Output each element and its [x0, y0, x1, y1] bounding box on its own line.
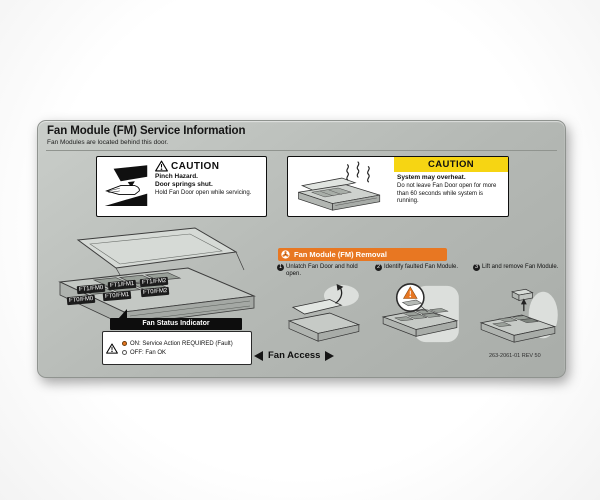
callout-pointer: [118, 309, 127, 319]
fan-status-indicator-title: Fan Status Indicator: [110, 318, 242, 330]
step2-identify-figure: [381, 283, 459, 343]
led-on-text: ON: Service Action REQUIRED (Fault): [130, 340, 233, 347]
overheat-body: System may overheat. Do not leave Fan Do…: [394, 172, 508, 208]
led-on-dot: [122, 341, 127, 346]
pinch-bold-line-1: Pinch Hazard.: [155, 173, 198, 180]
step3-remove-figure: [479, 288, 558, 343]
step-text: Identify faulted Fan Module.: [384, 264, 459, 270]
caution-heading-yellow: CAUTION: [394, 157, 508, 172]
overheat-graphic-area: [288, 157, 394, 216]
overheat-caution-box: CAUTION System may overheat. Do not leav…: [287, 156, 509, 217]
pinch-bold-line-2: Door springs shut.: [155, 181, 213, 189]
part-number: 263-2061-01 REV 50: [489, 353, 541, 359]
step1-unlatch-figure: [287, 283, 361, 342]
fan-icon: [281, 250, 290, 259]
step-text: Lift and remove Fan Module.: [482, 264, 559, 270]
overheating-chassis-icon: [298, 161, 381, 211]
caution-heading-row: CAUTION: [155, 160, 263, 172]
warning-triangle-icon: [155, 160, 168, 172]
label-subtitle: Fan Modules are located behind this door…: [47, 139, 169, 146]
step-number: 3: [473, 264, 480, 271]
fan-status-indicator-box: ON: Service Action REQUIRED (Fault) OFF:…: [102, 331, 252, 365]
service-label: Fan Module (FM) Service Information Fan …: [37, 120, 566, 378]
pinch-hazard-icon: [104, 165, 148, 206]
pinch-graphic-area: [97, 157, 155, 216]
pinch-text-area: CAUTION Pinch Hazard. Door springs shut.…: [155, 157, 266, 216]
led-off-text: OFF: Fan OK: [130, 349, 167, 356]
removal-header: Fan Module (FM) Removal: [278, 248, 447, 261]
overheat-instruction: Do not leave Fan Door open for more than…: [397, 183, 497, 205]
removal-step-1: 1 Unlatch Fan Door and hold open.: [277, 264, 369, 278]
step-number: 2: [375, 264, 382, 271]
left-arrow-icon: [254, 350, 263, 361]
status-row-on: ON: Service Action REQUIRED (Fault): [122, 341, 233, 347]
step-number: 1: [277, 264, 284, 271]
overheat-bold-line: System may overheat.: [397, 174, 466, 181]
led-off-dot: [122, 350, 127, 355]
removal-step-3: 3 Lift and remove Fan Module.: [473, 264, 565, 278]
fan-access-callout: Fan Access: [254, 350, 335, 361]
status-row-off: OFF: Fan OK: [122, 350, 233, 356]
label-title: Fan Module (FM) Service Information: [47, 125, 246, 137]
status-rows: ON: Service Action REQUIRED (Fault) OFF:…: [122, 341, 233, 356]
removal-step-2: 2 Identify faulted Fan Module.: [375, 264, 467, 278]
warning-triangle-icon: [106, 342, 118, 354]
divider: [46, 150, 557, 151]
pinch-instruction: Hold Fan Door open while servicing.: [155, 190, 252, 197]
step-text: Unlatch Fan Door and hold open.: [286, 264, 358, 278]
removal-header-text: Fan Module (FM) Removal: [294, 250, 387, 259]
pinch-caution-box: CAUTION Pinch Hazard. Door springs shut.…: [96, 156, 267, 217]
caution-heading: CAUTION: [171, 160, 220, 172]
removal-steps: 1 Unlatch Fan Door and hold open. 2 Iden…: [277, 264, 565, 278]
removal-figures: [276, 282, 564, 348]
overheat-text-area: CAUTION System may overheat. Do not leav…: [394, 157, 508, 216]
fan-access-text: Fan Access: [268, 350, 321, 361]
right-arrow-icon: [325, 350, 335, 361]
